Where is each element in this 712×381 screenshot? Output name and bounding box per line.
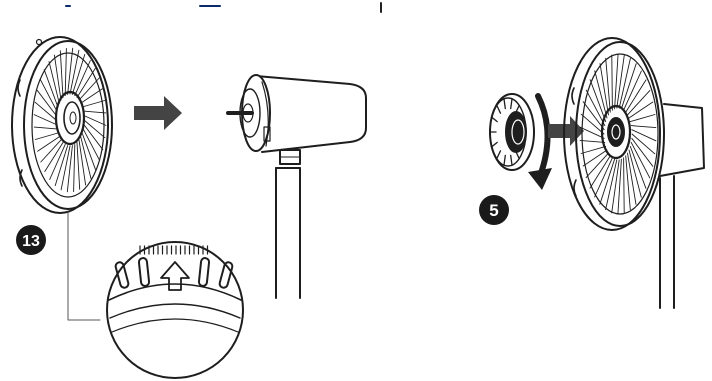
guard-spoke bbox=[65, 48, 66, 95]
guard-spoke bbox=[581, 146, 606, 153]
guard-spoke bbox=[621, 64, 636, 109]
up-arrow-icon bbox=[161, 262, 189, 290]
leader-line bbox=[68, 212, 100, 320]
push-arrow-icon bbox=[548, 116, 584, 146]
guard-spoke bbox=[590, 156, 610, 188]
guard-spoke bbox=[84, 116, 106, 126]
guard-spoke bbox=[77, 143, 80, 190]
knob-rib bbox=[504, 155, 505, 165]
guard-spoke bbox=[54, 55, 61, 100]
knob-rib bbox=[497, 105, 501, 113]
guard-spoke bbox=[35, 133, 58, 140]
rotate-arrow-icon bbox=[528, 96, 552, 190]
part-number-5: 5 bbox=[489, 201, 498, 220]
top-edge-marks bbox=[66, 3, 381, 12]
guard-spoke bbox=[60, 51, 63, 98]
knob-rib bbox=[492, 117, 497, 121]
knob-rib bbox=[511, 155, 512, 165]
guard-spoke bbox=[82, 101, 105, 108]
guard-spoke bbox=[626, 80, 646, 112]
guard-spoke bbox=[34, 127, 57, 129]
guard-spoke bbox=[580, 140, 605, 142]
guard-spoke bbox=[74, 144, 75, 191]
guard-spoke bbox=[606, 160, 617, 210]
guard-spoke bbox=[631, 126, 656, 128]
guard-spoke bbox=[81, 89, 103, 104]
knob-rib bbox=[504, 99, 505, 109]
guard-spoke bbox=[79, 140, 86, 185]
zoom-detail bbox=[107, 242, 243, 378]
guard-spoke bbox=[612, 55, 613, 110]
guard-spoke bbox=[630, 115, 655, 122]
right-arrow-icon bbox=[134, 96, 182, 130]
knob-rib bbox=[511, 99, 512, 109]
guard-spoke bbox=[632, 130, 656, 141]
part-badge-13: 13 bbox=[16, 225, 46, 255]
motor-housing bbox=[228, 75, 366, 298]
guard-spoke bbox=[580, 127, 604, 138]
guard-spoke bbox=[34, 115, 56, 125]
guard-spoke bbox=[67, 146, 72, 192]
guard-spoke bbox=[45, 143, 63, 172]
guard-spoke bbox=[68, 48, 73, 94]
assembled-fan-guard bbox=[564, 38, 704, 308]
part-number-13: 13 bbox=[22, 233, 40, 250]
guard-spoke bbox=[83, 111, 106, 113]
spinner-knob bbox=[490, 94, 534, 170]
guard-spoke bbox=[77, 69, 95, 98]
knob-rib bbox=[492, 142, 497, 146]
knob-rib bbox=[497, 151, 501, 159]
front-guard-left bbox=[12, 37, 112, 213]
guard-spoke bbox=[38, 137, 60, 152]
part-badge-5: 5 bbox=[479, 195, 509, 225]
guard-spoke bbox=[619, 58, 630, 108]
guard-spoke bbox=[600, 159, 615, 204]
guard-spoke bbox=[624, 158, 625, 213]
